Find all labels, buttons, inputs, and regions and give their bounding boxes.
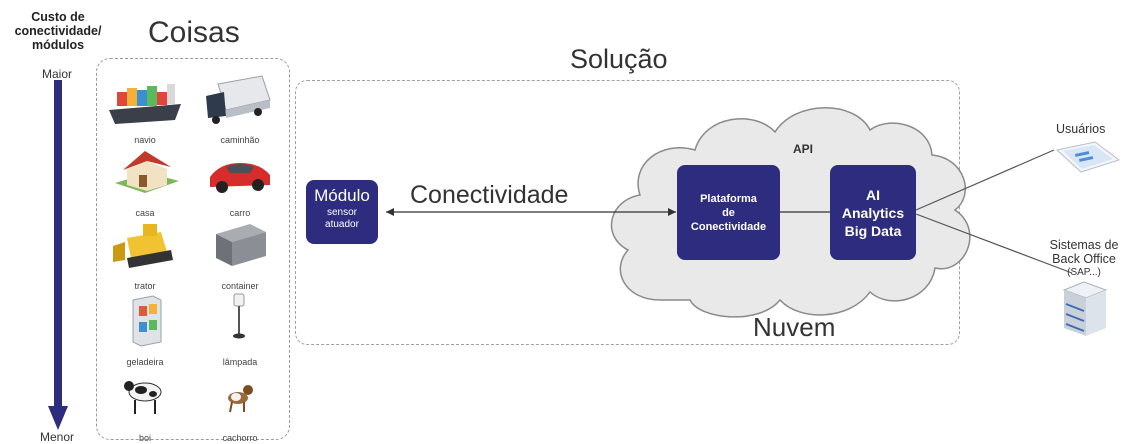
dog-icon xyxy=(228,385,253,413)
thing-label: carro xyxy=(229,208,251,218)
platform-line-2: de xyxy=(722,206,735,219)
thing-lampada: lâmpada xyxy=(200,292,280,367)
module-subtitle-1: sensor xyxy=(326,207,357,218)
platform-line-3: Conectividade xyxy=(690,220,767,233)
backoffice-label: Sistemas de Back Office (SAP...) xyxy=(1040,238,1128,280)
thing-label: caminhão xyxy=(220,135,260,145)
thing-geladeira: geladeira xyxy=(105,292,185,367)
things-title: Coisas xyxy=(148,16,240,49)
cost-axis-arrow xyxy=(48,80,68,430)
container-icon xyxy=(216,224,266,266)
thing-caminhao: caminhão xyxy=(200,70,280,145)
thing-label: trator xyxy=(134,281,156,291)
cow-icon xyxy=(124,381,162,414)
thing-navio: navio xyxy=(105,70,185,145)
api-label: API xyxy=(793,142,814,156)
thing-cachorro: cachorro xyxy=(200,368,280,443)
thing-label: container xyxy=(221,281,259,291)
axis-bottom-label: Menor xyxy=(39,430,74,444)
axis-top-label: Maior xyxy=(41,67,72,81)
thing-casa: casa xyxy=(105,143,185,218)
thing-label: lâmpada xyxy=(222,357,258,367)
fridge-icon xyxy=(132,295,162,347)
module-box: Módulo sensor atuador xyxy=(306,180,378,244)
bulldozer-icon xyxy=(113,224,173,268)
thing-label: geladeira xyxy=(126,357,164,367)
thing-container: container xyxy=(200,216,280,291)
truck-icon xyxy=(206,75,271,124)
analytics-line-2: Analytics xyxy=(841,204,905,221)
things-panel xyxy=(96,58,290,440)
users-link xyxy=(915,149,1055,211)
thing-label: navio xyxy=(134,135,156,145)
module-title: Módulo xyxy=(314,186,370,205)
platform-box: Plataforma de Conectividade xyxy=(677,165,780,260)
thing-label: boi xyxy=(138,433,151,443)
backoffice-line-1: Sistemas de xyxy=(1049,238,1119,252)
backoffice-link xyxy=(915,213,1073,274)
connectivity-label: Conectividade xyxy=(410,181,569,209)
users-label: Usuários xyxy=(1056,122,1106,136)
house-icon xyxy=(115,151,179,193)
backoffice-line-2: Back Office xyxy=(1052,252,1116,266)
cloud-label: Nuvem xyxy=(753,312,836,342)
thing-trator: trator xyxy=(105,216,185,291)
thing-boi: boi xyxy=(105,368,185,443)
tablet-icon xyxy=(1055,141,1121,173)
analytics-line-3: Big Data xyxy=(844,222,902,239)
car-icon xyxy=(210,163,270,193)
analytics-box: AI Analytics Big Data xyxy=(830,165,916,260)
backoffice-line-3: (SAP...) xyxy=(1067,267,1101,278)
thing-carro: carro xyxy=(200,143,280,218)
solution-title: Solução xyxy=(570,44,668,74)
thing-label: cachorro xyxy=(222,433,258,443)
thing-label: casa xyxy=(135,208,155,218)
analytics-line-1: AI xyxy=(866,186,880,203)
platform-line-1: Plataforma xyxy=(700,192,757,205)
server-icon xyxy=(1062,281,1108,336)
cost-axis-title: Custo de conectividade/ módulos xyxy=(14,10,102,52)
lamp-icon xyxy=(233,293,245,339)
ship-icon xyxy=(109,84,181,124)
module-subtitle-2: atuador xyxy=(325,219,359,230)
